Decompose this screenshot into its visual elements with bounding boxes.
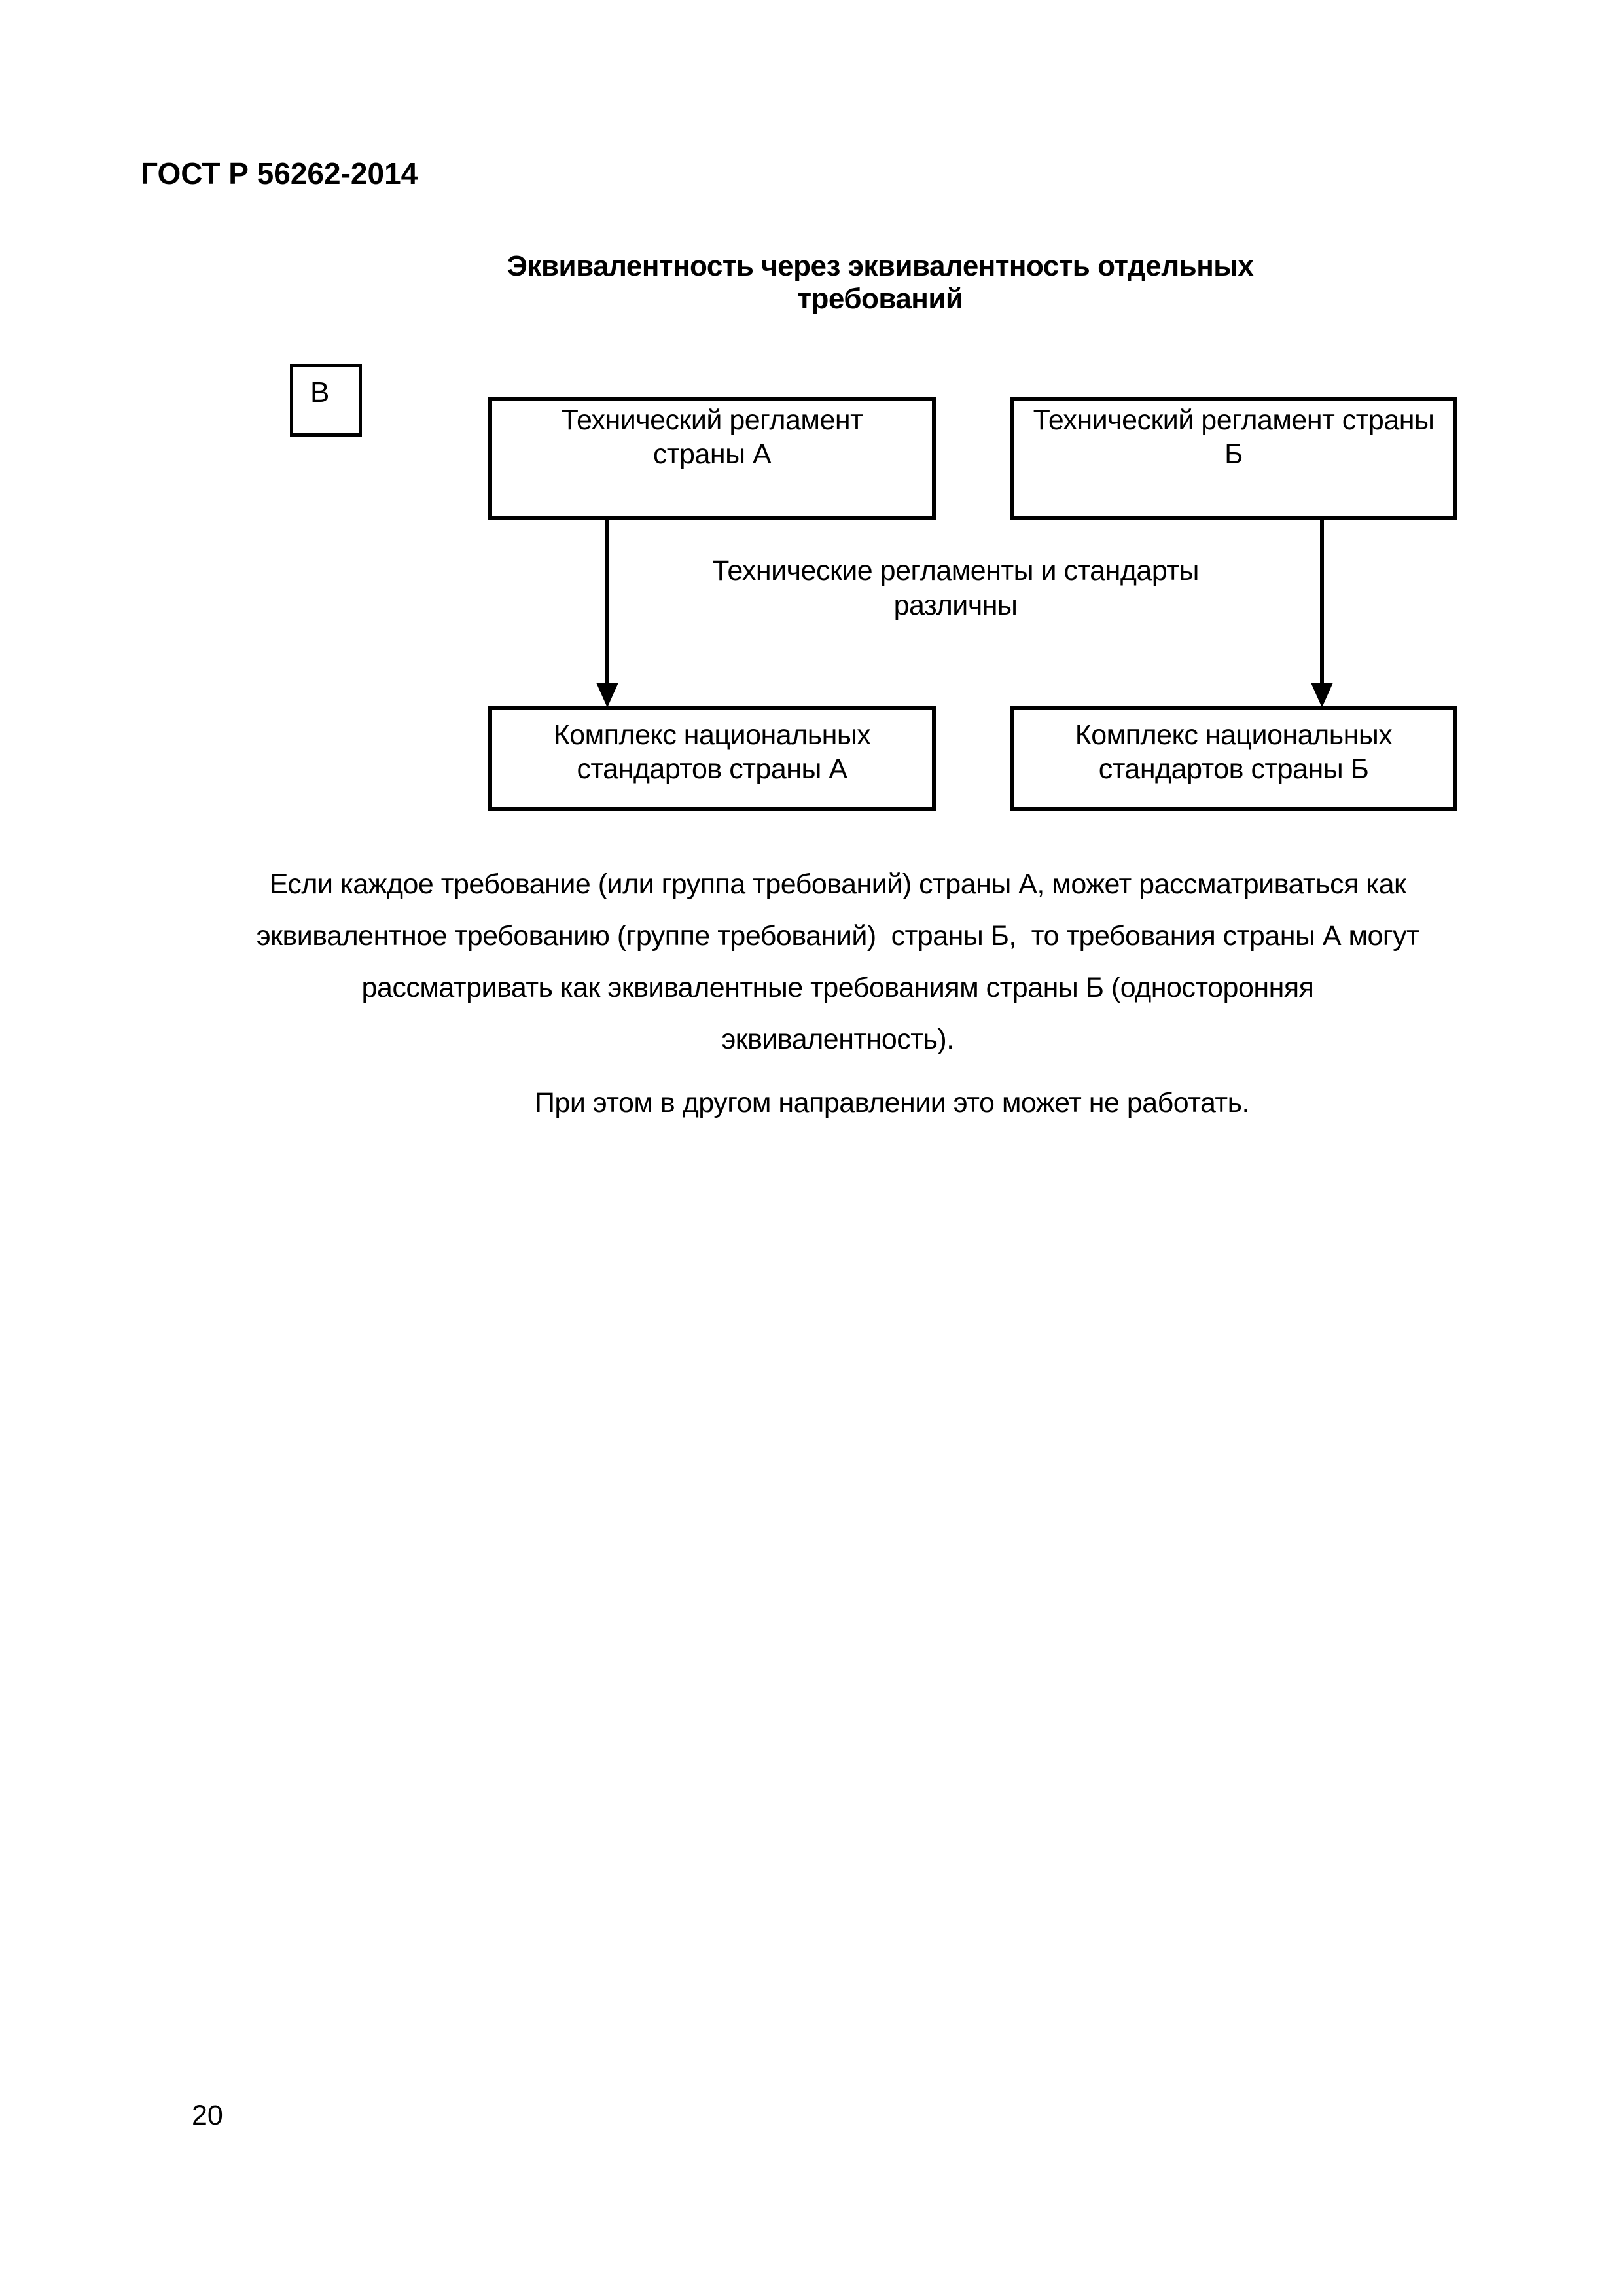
node-text-line: Комплекс национальных (1075, 719, 1393, 751)
node-text-line: страны А (652, 439, 772, 470)
figure-title: Эквивалентность через эквивалентность от… (507, 250, 1254, 315)
body-paragraph-equivalence: Если каждое требование (или группа требо… (216, 859, 1459, 1066)
connector-label-line: различны (893, 590, 1018, 621)
connector-label: Технические регламенты и стандарты разли… (707, 554, 1204, 623)
node-text-line: Б (1224, 439, 1243, 470)
node-text-line: стандартов страны Б (1098, 753, 1369, 785)
node-text-line: Комплекс национальных (553, 719, 871, 751)
figure-marker-label: В (310, 376, 330, 408)
node-tech-regulation-country-b: Технический регламент страны Б (1010, 397, 1457, 520)
page-number: 20 (192, 2100, 223, 2131)
node-tech-regulation-country-a: Технический регламент страны А (488, 397, 936, 520)
node-text-line: Технический регламент страны (1033, 404, 1435, 436)
paragraph-line: Если каждое требование (или группа требо… (269, 869, 1406, 900)
figure-marker-box: В (290, 364, 362, 437)
paragraph-line: эквивалентность). (721, 1024, 954, 1055)
paragraph-line: эквивалентное требованию (группе требова… (256, 920, 1419, 952)
node-text-line: стандартов страны А (577, 753, 847, 785)
node-national-standards-country-b: Комплекс национальных стандартов страны … (1010, 706, 1457, 811)
paragraph-line: рассматривать как эквивалентные требован… (361, 972, 1314, 1003)
connector-line-left (605, 518, 609, 688)
connector-label-line: Технические регламенты и стандарты (712, 555, 1199, 586)
connector-line-right (1320, 518, 1324, 688)
down-arrowhead-icon (1311, 683, 1333, 708)
node-national-standards-country-a: Комплекс национальных стандартов страны … (488, 706, 936, 811)
body-paragraph-direction-note: При этом в другом направлении это может … (198, 1077, 1586, 1129)
node-text-line: Технический регламент (561, 404, 863, 436)
paragraph-line: При этом в другом направлении это может … (535, 1087, 1249, 1119)
document-code: ГОСТ Р 56262-2014 (141, 156, 418, 190)
down-arrowhead-icon (596, 683, 618, 708)
